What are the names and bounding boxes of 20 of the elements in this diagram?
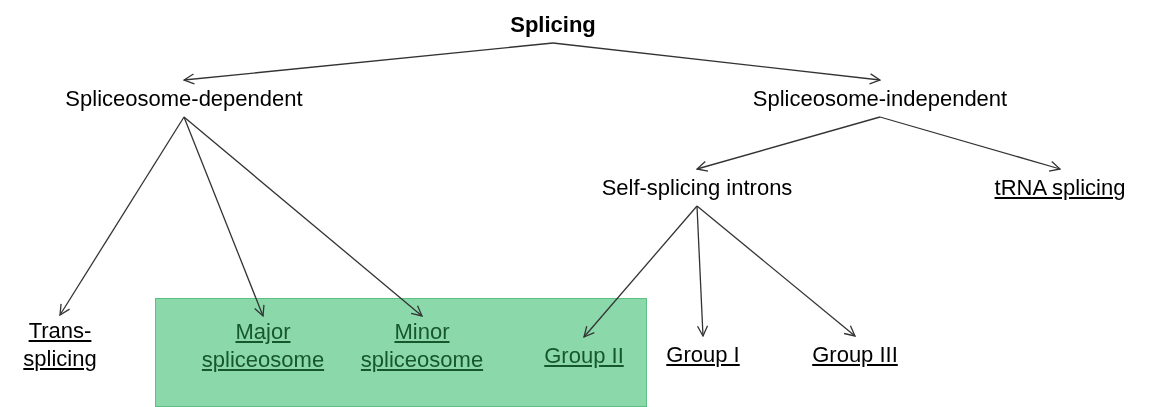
arrow (879, 116, 1061, 172)
subcategory-label: Self-splicing introns (601, 171, 793, 204)
arrow (183, 116, 265, 317)
arrow (696, 205, 856, 337)
arrow (183, 116, 423, 317)
leaf-label: Group II (544, 339, 624, 372)
root-label: Splicing (510, 8, 596, 41)
leaf-label: tRNA splicing (994, 171, 1126, 204)
arrow (696, 205, 709, 337)
category-label: Spliceosome-dependent (65, 82, 303, 115)
leaf-label: Trans- splicing (10, 317, 110, 372)
category-label: Spliceosome-independent (752, 82, 1008, 115)
arrow (696, 116, 881, 172)
arrow (59, 116, 185, 316)
arrow (552, 42, 881, 85)
leaf-label: Group III (812, 338, 898, 371)
leaf-label: Group I (666, 338, 740, 371)
highlight-box (155, 298, 647, 407)
arrow (183, 42, 554, 85)
arrow (583, 205, 698, 338)
